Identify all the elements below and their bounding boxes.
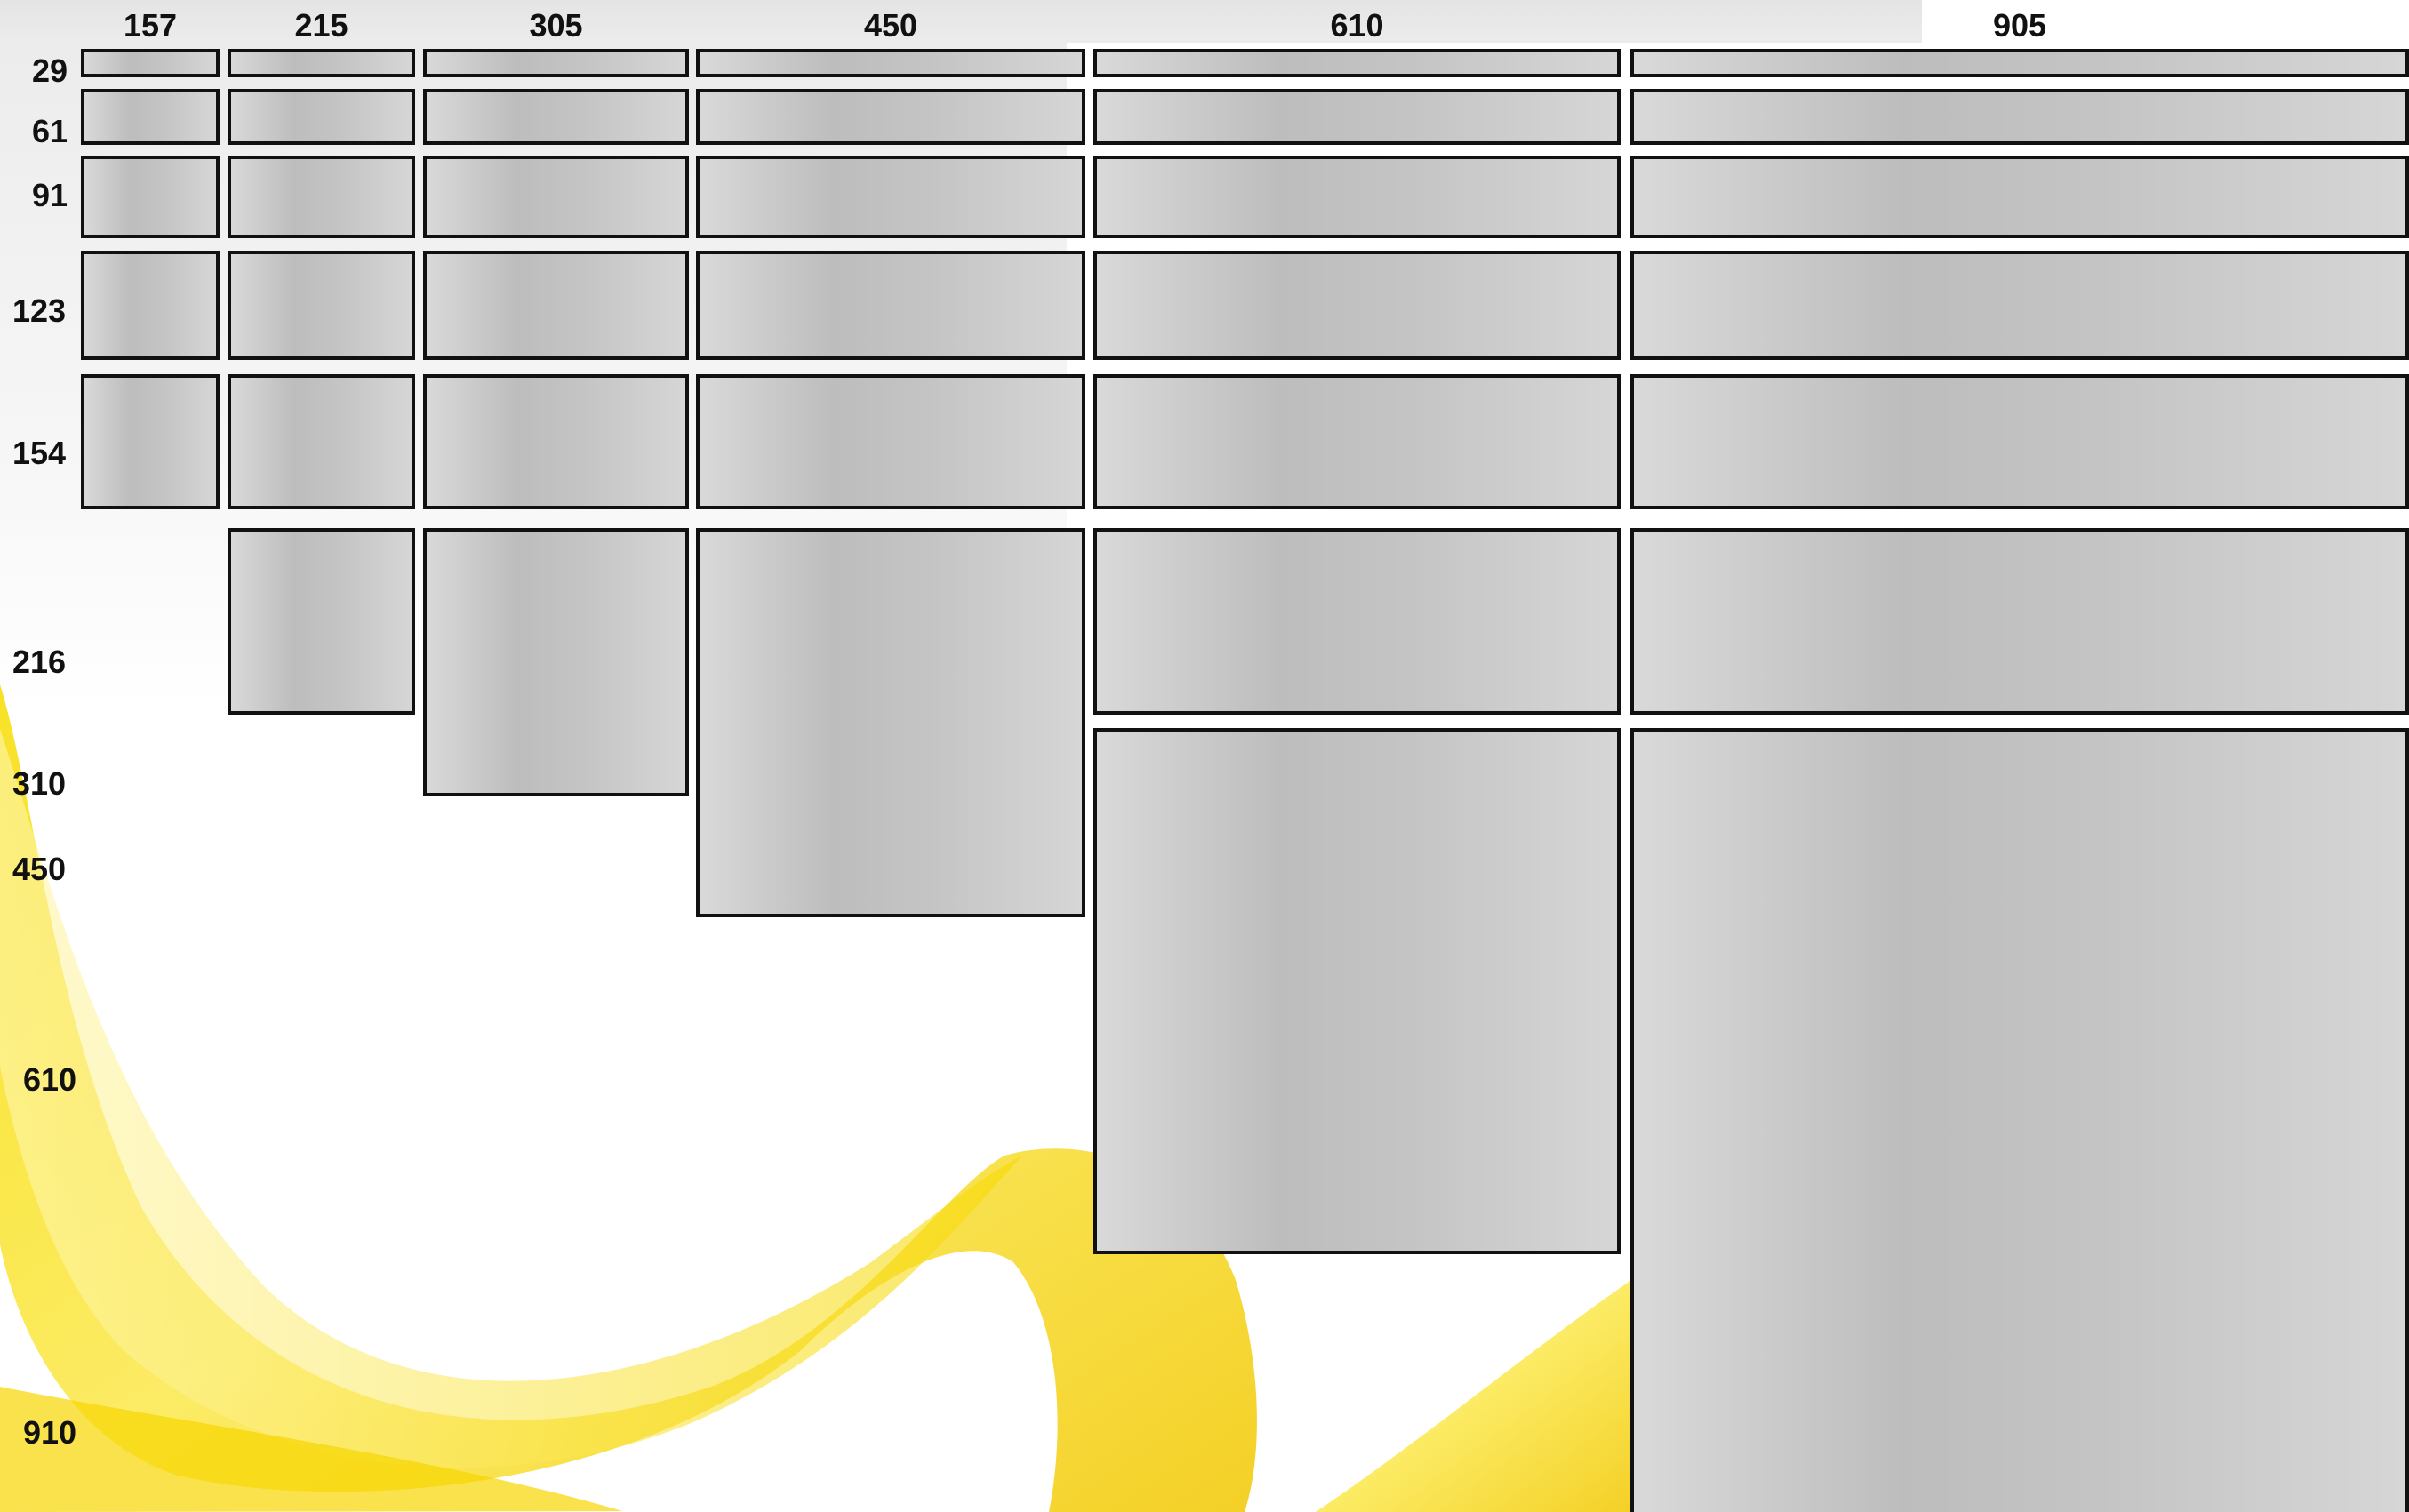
size-tile-450x61 [696, 89, 1085, 145]
size-tile-905x91 [1630, 156, 2409, 238]
size-tile-450x154 [696, 374, 1085, 509]
size-tile-450x123 [696, 251, 1085, 360]
row-label-216: 216 [12, 646, 66, 678]
size-tile-305x29 [423, 49, 689, 77]
size-tile-305x123 [423, 251, 689, 360]
size-tile-215x154 [228, 374, 415, 509]
size-tile-905x216 [1630, 528, 2409, 715]
size-tile-305x91 [423, 156, 689, 238]
size-tile-305x61 [423, 89, 689, 145]
column-label-215: 215 [294, 10, 348, 42]
size-tile-157x123 [81, 251, 220, 360]
row-label-450: 450 [12, 853, 66, 885]
size-tile-215x61 [228, 89, 415, 145]
row-label-123: 123 [12, 295, 66, 327]
size-tile-450x450 [696, 528, 1085, 917]
size-tile-215x216 [228, 528, 415, 715]
size-tile-905x910 [1630, 728, 2409, 1512]
size-tile-215x29 [228, 49, 415, 77]
row-label-610: 610 [23, 1064, 76, 1096]
size-tile-157x29 [81, 49, 220, 77]
size-tile-905x29 [1630, 49, 2409, 77]
size-tile-305x154 [423, 374, 689, 509]
size-tile-905x154 [1630, 374, 2409, 509]
row-label-29: 29 [32, 55, 68, 87]
size-tile-305x310 [423, 528, 689, 796]
row-label-61: 61 [32, 116, 68, 148]
size-tile-157x154 [81, 374, 220, 509]
row-label-154: 154 [12, 437, 66, 469]
size-tile-450x91 [696, 156, 1085, 238]
row-label-310: 310 [12, 768, 66, 800]
size-tile-610x610 [1093, 728, 1621, 1254]
column-label-450: 450 [864, 10, 917, 42]
size-tile-157x61 [81, 89, 220, 145]
size-tile-215x91 [228, 156, 415, 238]
size-tile-610x216 [1093, 528, 1621, 715]
wave-band-right [1316, 1280, 1631, 1512]
size-tile-610x29 [1093, 49, 1621, 77]
column-label-305: 305 [529, 10, 582, 42]
row-label-91: 91 [32, 180, 68, 212]
column-label-157: 157 [124, 10, 177, 42]
row-label-910: 910 [23, 1417, 76, 1449]
size-tile-610x123 [1093, 251, 1621, 360]
column-label-610: 610 [1330, 10, 1383, 42]
size-tile-157x91 [81, 156, 220, 238]
size-tile-905x123 [1630, 251, 2409, 360]
size-tile-450x29 [696, 49, 1085, 77]
size-tile-215x123 [228, 251, 415, 360]
column-label-905: 905 [1993, 10, 2046, 42]
size-tile-610x61 [1093, 89, 1621, 145]
size-tile-610x154 [1093, 374, 1621, 509]
size-tile-905x61 [1630, 89, 2409, 145]
size-tile-610x91 [1093, 156, 1621, 238]
